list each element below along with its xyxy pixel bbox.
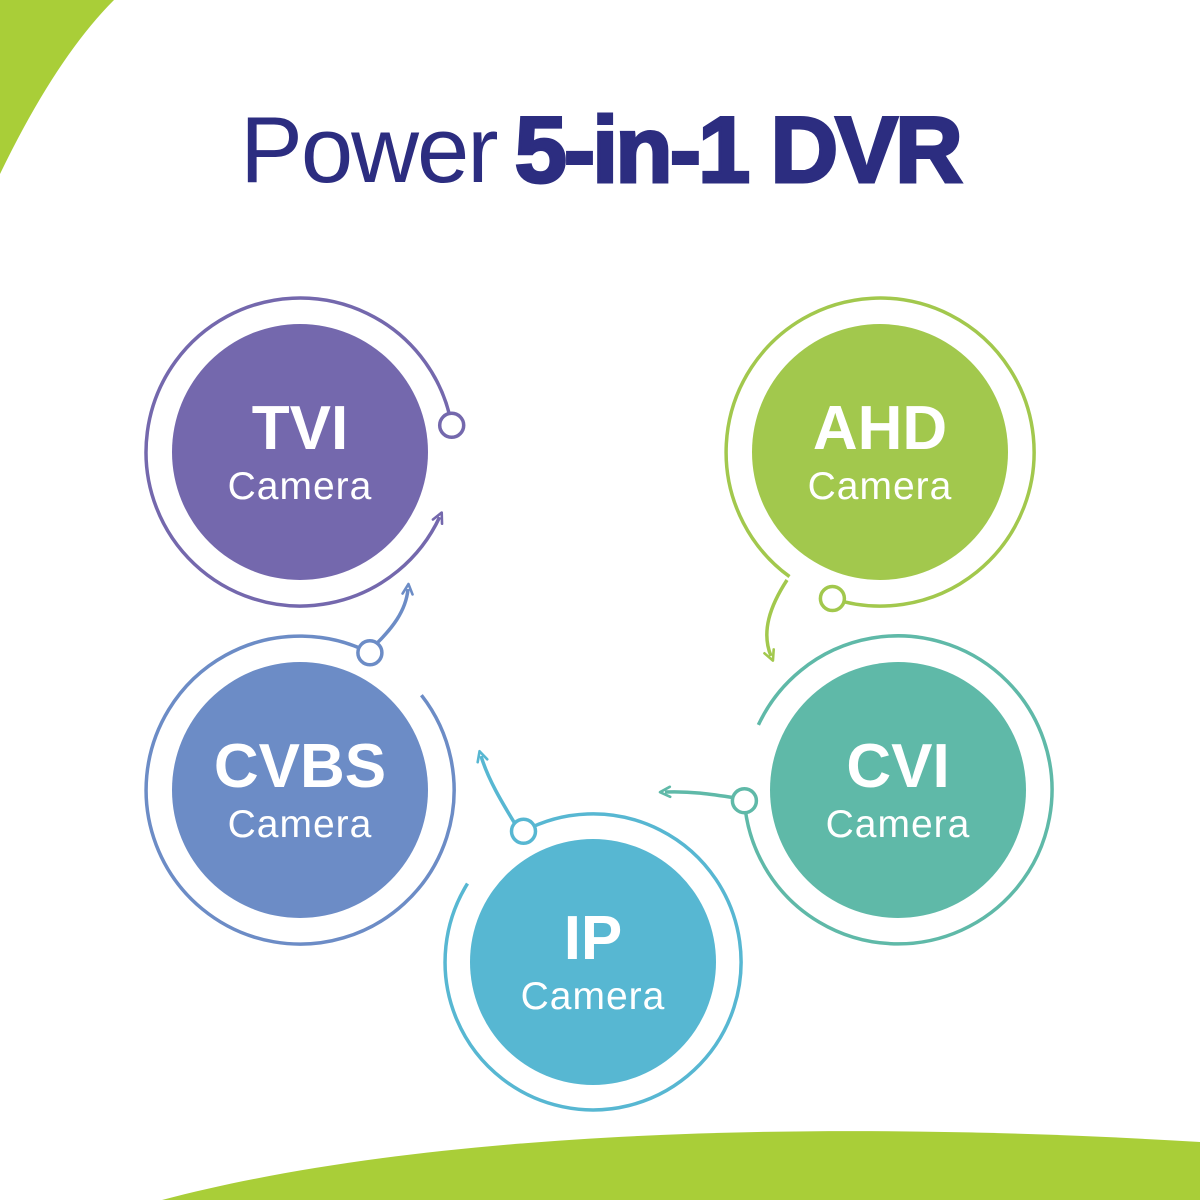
ring-node-tvi bbox=[437, 411, 466, 440]
node-tvi-circle bbox=[172, 324, 428, 580]
node-cvbs-circle bbox=[172, 662, 428, 918]
ring-node-ahd bbox=[818, 584, 847, 613]
ring-node-cvbs bbox=[356, 639, 384, 667]
title-bold: 5-in-1 DVR bbox=[513, 96, 964, 204]
ring-node-ip bbox=[509, 817, 538, 846]
connector-cvi-to-ip bbox=[658, 785, 737, 800]
node-cvi-circle bbox=[770, 662, 1026, 918]
connector-cvbs-to-tvi bbox=[371, 582, 414, 649]
corner-accent-top-left bbox=[0, 0, 114, 174]
ring-ahd bbox=[724, 296, 1036, 608]
ring-ip bbox=[443, 812, 743, 1112]
title-regular: Power bbox=[240, 97, 498, 202]
node-ip-circle bbox=[470, 839, 716, 1085]
ring-cvbs bbox=[144, 634, 456, 946]
ring-cvi bbox=[742, 634, 1054, 946]
connector-ip-to-cvbs bbox=[476, 749, 519, 828]
ring-tvi bbox=[144, 296, 454, 608]
node-ahd-circle bbox=[752, 324, 1008, 580]
ring-node-cvi bbox=[730, 786, 759, 815]
connector-ahd-to-cvi bbox=[763, 579, 789, 662]
corner-accent-bottom bbox=[162, 1131, 1200, 1200]
